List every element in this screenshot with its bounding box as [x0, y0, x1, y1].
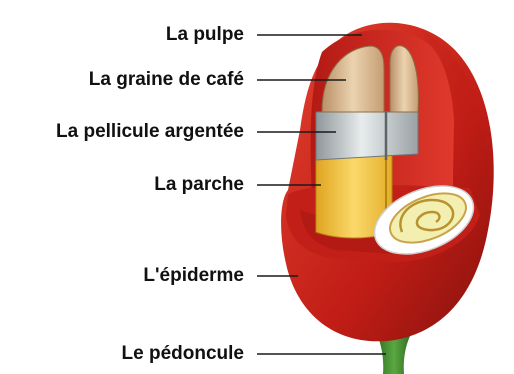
label-parche: La parche — [154, 174, 244, 196]
label-pedoncule: Le pédoncule — [122, 343, 244, 365]
label-pulpe: La pulpe — [166, 24, 244, 46]
label-pellicule: La pellicule argentée — [56, 121, 244, 143]
label-graine: La graine de café — [89, 69, 244, 91]
silver-skin-shape — [316, 112, 418, 160]
label-epiderme: L'épiderme — [143, 265, 244, 287]
